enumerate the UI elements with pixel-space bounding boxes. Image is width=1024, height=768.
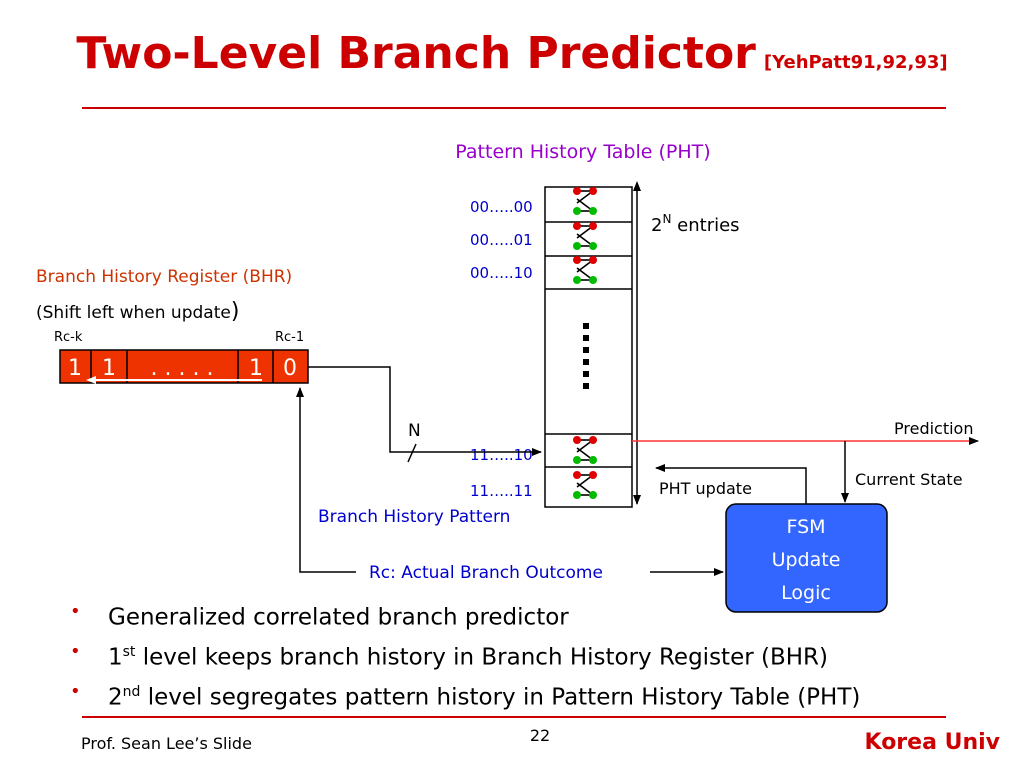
bhr-note: (Shift left when update) bbox=[36, 299, 239, 324]
bhr-bit: 1 bbox=[249, 356, 263, 381]
fsm-line: Logic bbox=[781, 582, 831, 604]
prediction-label: Prediction bbox=[894, 419, 973, 438]
n-label: N bbox=[408, 421, 421, 441]
title-citation: [YehPatt91,92,93] bbox=[763, 52, 948, 73]
footer-credit: Prof. Sean Lee’s Slide bbox=[81, 734, 252, 753]
entries-label: 2N entries bbox=[651, 212, 740, 236]
fsm-update-logic-box bbox=[725, 503, 888, 613]
pht-row-label: 00…..00 bbox=[470, 198, 533, 216]
pht-row-label: 00…..10 bbox=[470, 264, 533, 282]
slide-title: Two-Level Branch Predictor [YehPatt91,92,… bbox=[0, 28, 1024, 79]
bhr-bit: . . . . . bbox=[151, 356, 214, 381]
bhr-to-pht-line bbox=[308, 366, 542, 456]
bus-slash bbox=[407, 443, 417, 463]
branch-history-pattern: Branch History Pattern bbox=[318, 507, 510, 527]
fsm-line: FSM bbox=[786, 516, 825, 538]
ellipsis-icon bbox=[583, 323, 589, 389]
institution-logo-text: Korea Univ bbox=[864, 730, 1000, 755]
outcome-to-bhr-line bbox=[296, 387, 356, 573]
fsm-state-icon bbox=[573, 187, 597, 215]
current-state-label: Current State bbox=[855, 470, 963, 489]
pht-row-label: 11…..10 bbox=[470, 446, 533, 464]
bhr-bit: 1 bbox=[68, 356, 82, 381]
fsm-state-icon bbox=[573, 256, 597, 284]
fsm-state-icon bbox=[573, 436, 597, 464]
rc-1-label: Rc-1 bbox=[275, 330, 304, 345]
pht-row-label: 11…..11 bbox=[470, 482, 533, 500]
title-main: Two-Level Branch Predictor bbox=[76, 28, 756, 79]
pht-update-label: PHT update bbox=[659, 479, 752, 498]
bhr-label: Branch History Register (BHR) bbox=[36, 267, 292, 287]
bhr-register: 1 1 . . . . . 1 0 bbox=[59, 349, 309, 384]
page-number: 22 bbox=[529, 726, 551, 745]
rc-k-label: Rc-k bbox=[54, 330, 83, 345]
fsm-state-icon bbox=[573, 222, 597, 250]
pht-update-line bbox=[655, 464, 807, 505]
bullet-item: •Generalized correlated branch predictor bbox=[70, 601, 569, 631]
pht-row-label: 00…..01 bbox=[470, 231, 533, 249]
fsm-state-icon bbox=[573, 471, 597, 499]
bhr-bit: 1 bbox=[102, 356, 116, 381]
actual-outcome-label: Rc: Actual Branch Outcome bbox=[369, 563, 603, 583]
bhr-bit: 0 bbox=[283, 356, 297, 381]
fsm-line: Update bbox=[772, 549, 841, 571]
bullet-list: •Generalized correlated branch predictor… bbox=[70, 596, 860, 716]
bullet-item: •2nd level segregates pattern history in… bbox=[70, 681, 861, 711]
pht-label: Pattern History Table (PHT) bbox=[455, 141, 710, 163]
bullet-item: •1st level keeps branch history in Branc… bbox=[70, 641, 828, 671]
